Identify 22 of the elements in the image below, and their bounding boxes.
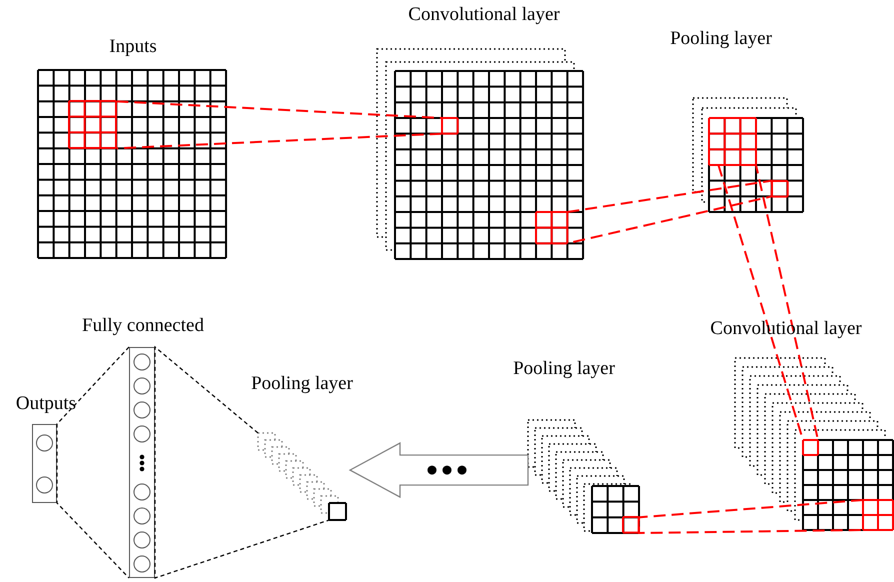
block-arrow [348,442,529,498]
projection-line [154,346,330,579]
receptive-field-patch [803,440,818,455]
layer-title: Fully connected [82,315,204,337]
projection-line [56,346,130,579]
layer-title: Convolutional layer [408,4,560,26]
projection-line [115,100,443,150]
receptive-field-patch [442,118,458,134]
receptive-field-patch [709,118,756,165]
layer-title: Pooling layer [670,28,772,50]
receptive-field-patch [772,180,788,196]
layer-title: Pooling layer [513,358,615,380]
receptive-field-patch [69,101,116,148]
receptive-field-patch [623,517,639,533]
projection-line [638,499,864,534]
projection-line [566,180,773,244]
layer-title: Inputs [109,36,157,58]
receptive-field-patch [536,212,568,244]
layer-title: Convolutional layer [710,318,862,340]
layer-title: Pooling layer [251,373,353,395]
layer-title: Outputs [16,393,76,415]
receptive-field-patch [863,500,893,530]
